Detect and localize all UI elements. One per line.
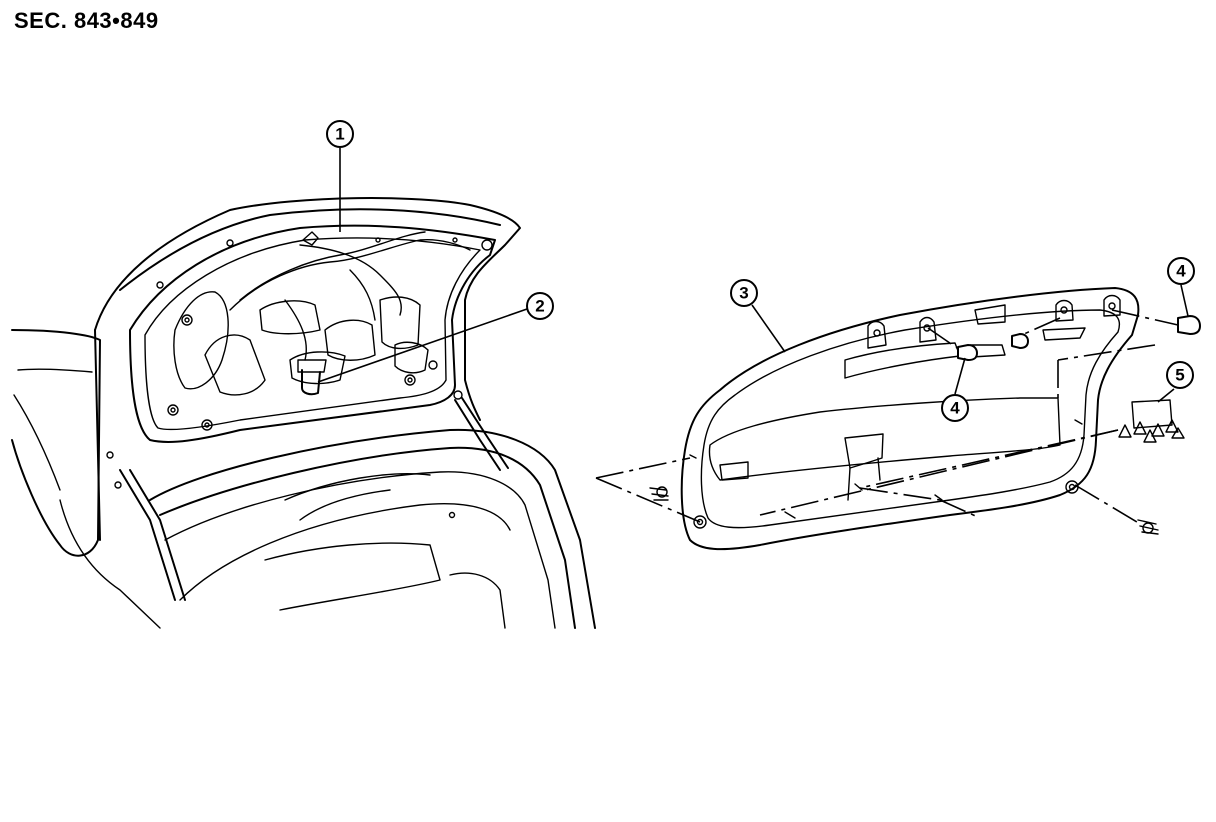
push-clip-top-right <box>1177 315 1201 335</box>
push-clip-mid-a <box>957 344 978 361</box>
trunk-lid-finisher <box>680 287 1140 551</box>
callout-5-label: 5 <box>1175 366 1184 385</box>
callout-2: 2 <box>317 292 554 383</box>
fastener-lines <box>595 309 1179 526</box>
callout-4-mid-label: 4 <box>950 399 960 418</box>
section-title: SEC. 843•849 <box>14 8 159 33</box>
callout-1-label: 1 <box>335 125 344 144</box>
callout-3: 3 <box>730 279 786 353</box>
callout-4-mid: 4 <box>941 357 969 422</box>
push-clip-mid-b <box>1011 333 1029 349</box>
callout-5: 5 <box>1157 361 1194 403</box>
clip-lower-right <box>1137 519 1159 535</box>
callout-4-top-label: 4 <box>1176 262 1186 281</box>
callout-4-top: 4 <box>1167 257 1195 317</box>
trunk-lid-cushions <box>1118 399 1185 443</box>
callout-2-label: 2 <box>535 297 544 316</box>
callout-3-label: 3 <box>739 284 748 303</box>
callout-1: 1 <box>326 120 354 232</box>
clip-left <box>649 486 669 501</box>
clip-fasteners <box>649 315 1201 535</box>
car-trunk-view <box>11 197 596 629</box>
